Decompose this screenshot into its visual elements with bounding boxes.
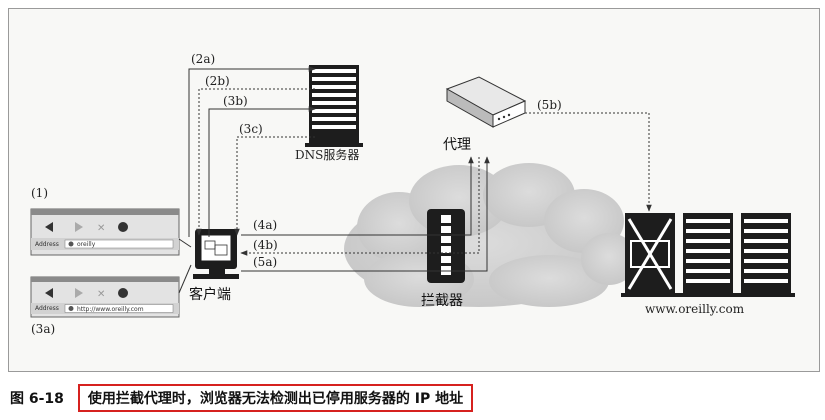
step-4a-label: (4a)	[253, 218, 277, 232]
interception-diagram: DNS服务器 代理 拦截器 客户端 ✕ Addr	[30, 52, 795, 336]
arrow-5b	[525, 112, 652, 212]
figure-frame: DNS服务器 代理 拦截器 客户端 ✕ Addr	[8, 8, 820, 372]
figure-caption: 图 6-18 使用拦截代理时，浏览器无法检测出已停用服务器的 IP 地址	[10, 384, 474, 412]
figure-number: 图 6-18	[10, 391, 64, 407]
arrow-3b	[208, 106, 316, 237]
step-4b-label: (4b)	[253, 238, 278, 252]
interceptor-label: 拦截器	[421, 293, 463, 309]
arrow-5a	[241, 156, 490, 272]
origin-servers-icon	[621, 213, 795, 297]
arrow-4a	[241, 156, 474, 236]
dns-server-icon	[305, 65, 363, 147]
client-computer-icon	[193, 229, 239, 279]
svg-text:✕: ✕	[97, 223, 105, 234]
browser-1-address-label: Address	[35, 241, 59, 248]
proxy-label: 代理	[443, 137, 471, 153]
browser-1-connector	[178, 238, 192, 248]
browser-window-2: ✕ Address http://www.oreilly.com	[30, 276, 180, 318]
arrow-2b	[196, 88, 315, 236]
arrow-4b	[240, 157, 480, 256]
origin-server-label: www.oreilly.com	[645, 302, 745, 316]
step-2b-label: (2b)	[205, 74, 230, 88]
step-3c-label: (3c)	[239, 122, 263, 136]
step-5b-label: (5b)	[537, 98, 562, 112]
browser-1-url: oreilly	[77, 241, 96, 248]
interceptor-icon	[427, 209, 465, 283]
arrow-3c	[234, 136, 315, 236]
step-3b-label: (3b)	[223, 94, 248, 108]
arrow-2a	[188, 66, 316, 237]
step-3a-label: (3a)	[31, 322, 55, 336]
proxy-icon	[445, 76, 527, 128]
dns-server-label: DNS服务器	[295, 147, 359, 162]
figure-caption-text: 使用拦截代理时，浏览器无法检测出已停用服务器的 IP 地址	[77, 384, 474, 412]
browser-2-connector	[178, 264, 192, 294]
step-5a-label: (5a)	[253, 255, 277, 269]
step-1-label: (1)	[31, 186, 48, 200]
client-label: 客户端	[189, 286, 231, 303]
browser-2-url: http://www.oreilly.com	[77, 306, 144, 313]
browser-2-address-label: Address	[35, 305, 59, 312]
step-2a-label: (2a)	[191, 52, 215, 66]
browser-window-1: ✕ Address oreilly	[30, 208, 180, 256]
svg-text:✕: ✕	[97, 289, 105, 300]
